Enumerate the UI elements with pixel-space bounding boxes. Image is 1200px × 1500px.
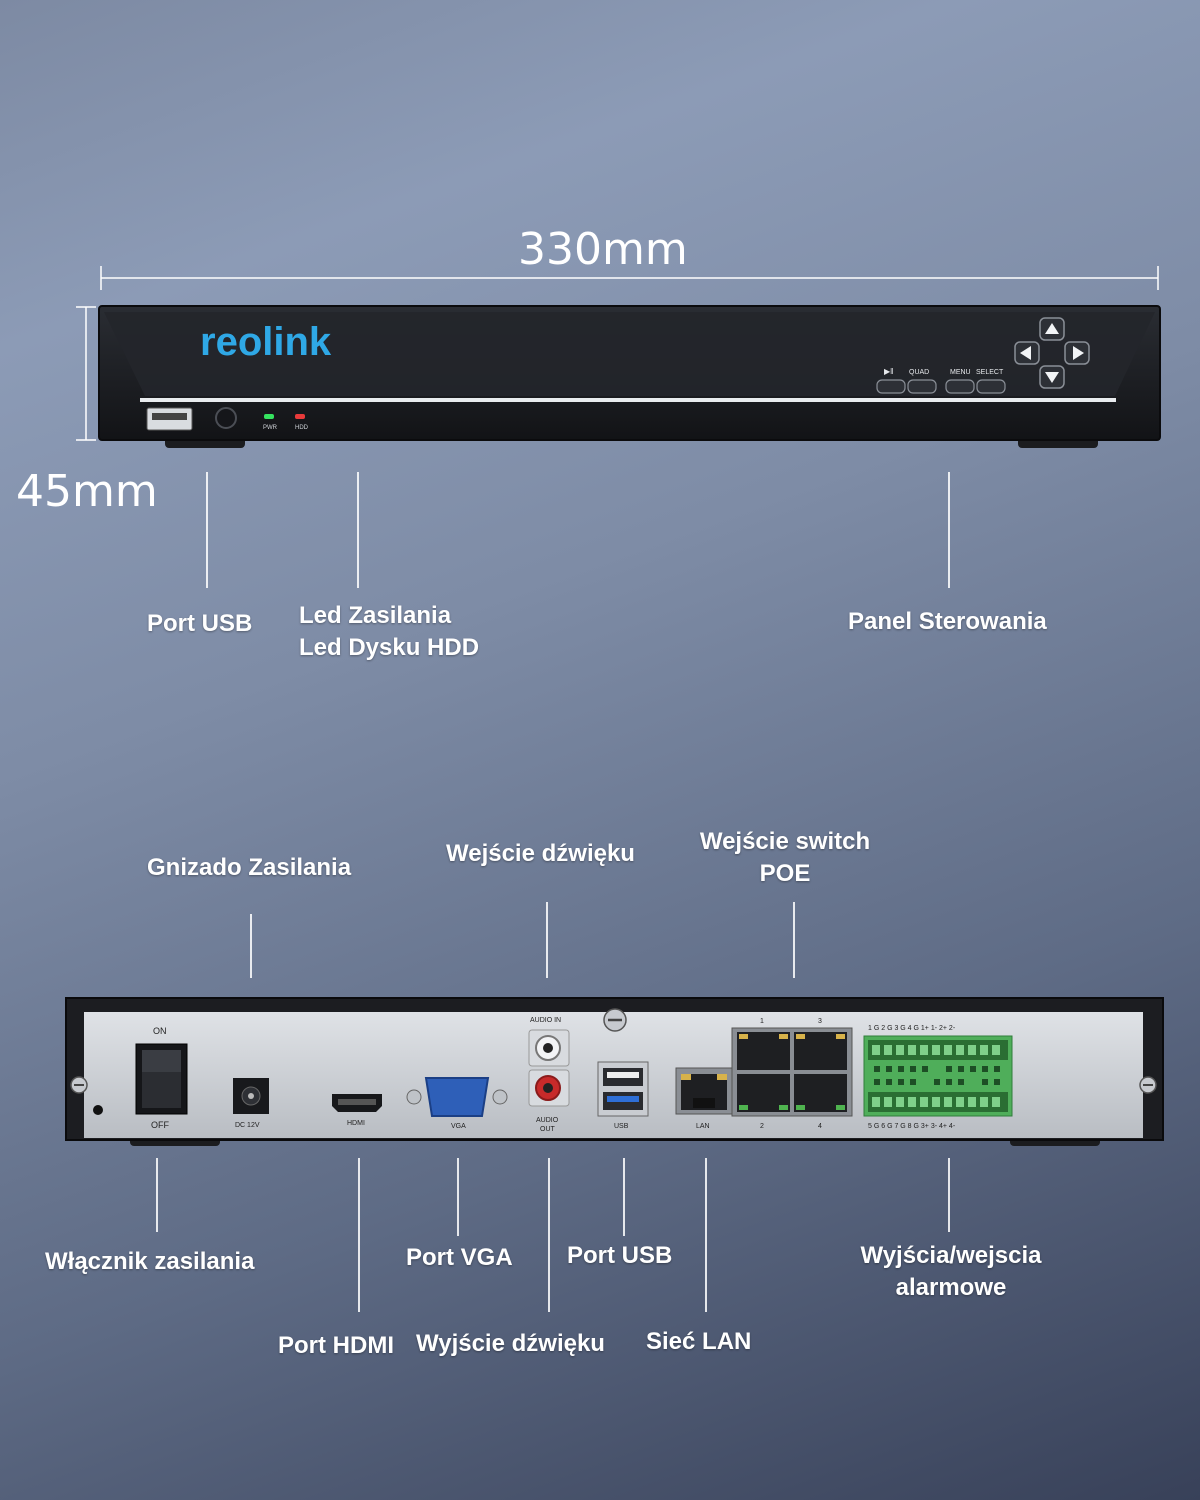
switch-on-label: ON (153, 1026, 167, 1036)
hdmi-port-label: Port HDMI (278, 1332, 394, 1359)
leader-line (705, 1158, 707, 1312)
dc-label: DC 12V (235, 1122, 260, 1129)
arrow-down-icon (1045, 372, 1059, 383)
alarm-terminal-block[interactable] (863, 1035, 1013, 1117)
audio-in-port-label: Wejście dźwięku (446, 840, 635, 867)
led-hdd-label: Led Dysku HDD (299, 634, 480, 661)
lan-label: LAN (696, 1123, 710, 1130)
audio-out-jack[interactable] (528, 1069, 570, 1107)
vga-label: VGA (451, 1123, 466, 1130)
poe-label: Wejście switch POE (690, 826, 880, 890)
vga-port-label: Port VGA (406, 1244, 513, 1271)
screw-icon (1139, 1076, 1157, 1094)
front-usb-label: Port USB (147, 610, 253, 637)
hdmi-port[interactable] (332, 1094, 382, 1112)
width-dimension: 330mm (518, 224, 688, 275)
quad-button[interactable] (907, 379, 937, 394)
leader-line (623, 1158, 625, 1236)
arrow-right-icon (1073, 346, 1084, 360)
audio-out-label-2: OUT (540, 1126, 556, 1133)
play-pause-button[interactable] (876, 379, 906, 394)
poe-port-number: 4 (818, 1123, 822, 1130)
poe-port-number: 3 (818, 1018, 822, 1025)
height-dimension: 45mm (16, 466, 158, 517)
poe-switch-ports[interactable] (731, 1027, 853, 1117)
alarm-io-label-line-1: Wyjścia/wejscia (860, 1242, 1042, 1269)
alarm-terminal-bottom-labels: 5 G 6 G 7 G 8 G 3+ 3- 4+ 4- (868, 1123, 956, 1130)
leader-line (948, 472, 950, 588)
arrow-up-icon (1045, 323, 1059, 334)
menu-button[interactable] (945, 379, 975, 394)
arrow-left-icon (1020, 346, 1031, 360)
dc-power-jack[interactable] (233, 1078, 269, 1114)
poe-label-line-1: Wejście switch (699, 828, 871, 855)
screw-icon (70, 1076, 88, 1094)
front-ir-sensor (215, 407, 237, 429)
quad-button-label: QUAD (909, 369, 929, 376)
hdmi-label: HDMI (347, 1120, 365, 1127)
audio-in-jack[interactable] (528, 1029, 570, 1067)
power-switch[interactable] (135, 1043, 188, 1115)
leader-line (546, 902, 548, 978)
select-button-label: SELECT (976, 369, 1004, 376)
front-light-strip (140, 398, 1116, 402)
play-button-label: ▶‖ (884, 367, 893, 376)
front-usb-port (146, 407, 193, 431)
poe-label-line-2: POE (759, 860, 811, 887)
lan-port-label: Sieć LAN (646, 1328, 752, 1355)
usb-port-label: Port USB (567, 1242, 673, 1269)
audio-out-port-label: Wyjście dźwięku (416, 1330, 605, 1357)
lan-port[interactable] (675, 1067, 733, 1115)
select-button[interactable] (976, 379, 1006, 394)
leader-line (357, 472, 359, 588)
height-dimension-line (76, 306, 96, 441)
rear-usb-ports[interactable] (597, 1061, 649, 1117)
hdd-led (295, 414, 305, 419)
front-panel: reolink PWR HDD ▶‖ QUAD MENU SELECT (98, 305, 1161, 448)
leader-line (948, 1158, 950, 1232)
leader-line (457, 1158, 459, 1236)
usb-label: USB (614, 1123, 629, 1130)
reset-hole (93, 1105, 103, 1115)
poe-port-number: 1 (760, 1018, 764, 1025)
vga-port[interactable] (406, 1077, 508, 1117)
power-socket-label: Gnizado Zasilania (147, 854, 352, 881)
leader-line (156, 1158, 158, 1232)
pwr-led-label: PWR (263, 425, 278, 431)
control-panel-label: Panel Sterowania (848, 608, 1047, 635)
reolink-logo: reolink (200, 320, 332, 364)
leader-line (793, 902, 795, 978)
pwr-led (264, 414, 274, 419)
alarm-io-label: Wyjścia/wejscia alarmowe (840, 1240, 1062, 1304)
switch-off-label: OFF (151, 1120, 169, 1130)
poe-port-number: 2 (760, 1123, 764, 1130)
menu-button-label: MENU (950, 369, 971, 376)
leader-line (358, 1158, 360, 1312)
power-switch-label: Włącznik zasilania (45, 1248, 255, 1275)
leader-line (548, 1158, 550, 1312)
leader-line (206, 472, 208, 588)
hdd-led-label: HDD (295, 425, 309, 431)
rear-panel: ON OFF DC 12V HDMI VGA AUDIO IN (65, 997, 1164, 1146)
alarm-io-label-line-2: alarmowe (895, 1274, 1007, 1301)
audio-out-label-1: AUDIO (536, 1117, 559, 1124)
leader-line (250, 914, 252, 978)
audio-in-label: AUDIO IN (530, 1017, 561, 1024)
led-power-label: Led Zasilania (299, 602, 452, 629)
screw-icon (603, 1008, 627, 1032)
width-dimension-line (100, 266, 1159, 290)
alarm-terminal-top-labels: 1 G 2 G 3 G 4 G 1+ 1- 2+ 2- (868, 1025, 956, 1032)
